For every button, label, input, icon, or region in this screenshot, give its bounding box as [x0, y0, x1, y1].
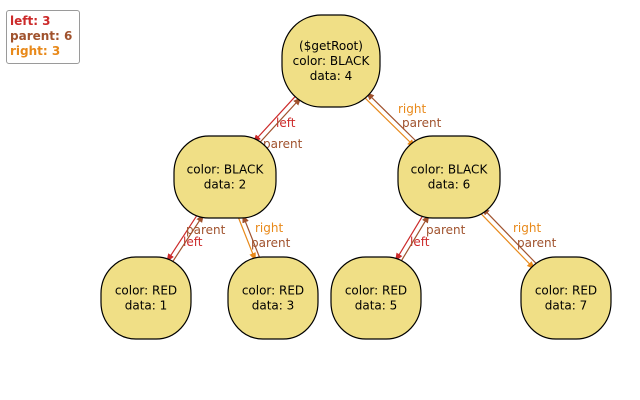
node-shape	[520, 256, 612, 340]
legend-left: left: 3	[10, 14, 51, 28]
edge-label-n6-n7: right	[513, 221, 541, 235]
node-text-line: data: 4	[310, 69, 353, 83]
edge-n6-n4-parent	[366, 91, 419, 144]
node-text-line: data: 1	[125, 299, 168, 313]
node-text-line: color: RED	[242, 284, 304, 298]
edge-n6-n5-left	[394, 212, 426, 262]
node-text-line: data: 3	[252, 299, 295, 313]
node-text-line: data: 5	[355, 299, 398, 313]
node-shape	[330, 256, 422, 340]
node-shape	[397, 135, 501, 219]
edge-n7-n6-parent	[481, 206, 539, 266]
edge-label-n2-n3: right	[255, 221, 283, 235]
edge-n2-n1-left	[166, 211, 200, 263]
edge-n3-n2-parent	[242, 214, 261, 259]
edge-n4-n6-right	[362, 95, 416, 148]
edge-n4-n2-left	[252, 93, 298, 143]
node-text-line: ($getRoot)	[299, 39, 363, 53]
edge-label-n1-n2: parent	[186, 223, 226, 237]
edge-n1-n2-parent	[170, 213, 204, 265]
edge-n2-n3-right	[237, 216, 256, 262]
node-text-line: data: 6	[428, 178, 471, 192]
edge-label-n4-n6: right	[398, 102, 426, 116]
node-text-line: data: 7	[545, 299, 588, 313]
node-text-line: color: RED	[345, 284, 407, 298]
edge-label-n7-n6: parent	[517, 236, 557, 250]
legend-box: left: 3 parent: 6 right: 3	[6, 10, 80, 64]
node-shape	[227, 256, 319, 340]
node-text-line: color: BLACK	[411, 163, 489, 177]
legend-parent: parent: 6	[10, 29, 73, 43]
legend-right: right: 3	[10, 44, 61, 58]
node-shape	[173, 135, 277, 219]
edge-label-n2-n4: parent	[263, 137, 303, 151]
edge-label-n5-n6: parent	[426, 223, 466, 237]
edge-label-n4-n2: left	[276, 116, 296, 130]
node-text-line: color: RED	[115, 284, 177, 298]
node-shape	[281, 14, 381, 108]
node-text-line: color: BLACK	[187, 163, 265, 177]
node-text-line: color: RED	[535, 284, 597, 298]
node-text-line: data: 2	[204, 178, 247, 192]
edge-label-n6-n4: parent	[402, 116, 442, 130]
edge-n5-n6-parent	[399, 214, 430, 264]
edge-n2-n4-parent	[256, 96, 302, 147]
node-text-line: color: BLACK	[293, 54, 371, 68]
node-shape	[100, 256, 192, 340]
edge-n6-n7-right	[478, 210, 536, 270]
edge-label-n3-n2: parent	[251, 236, 291, 250]
